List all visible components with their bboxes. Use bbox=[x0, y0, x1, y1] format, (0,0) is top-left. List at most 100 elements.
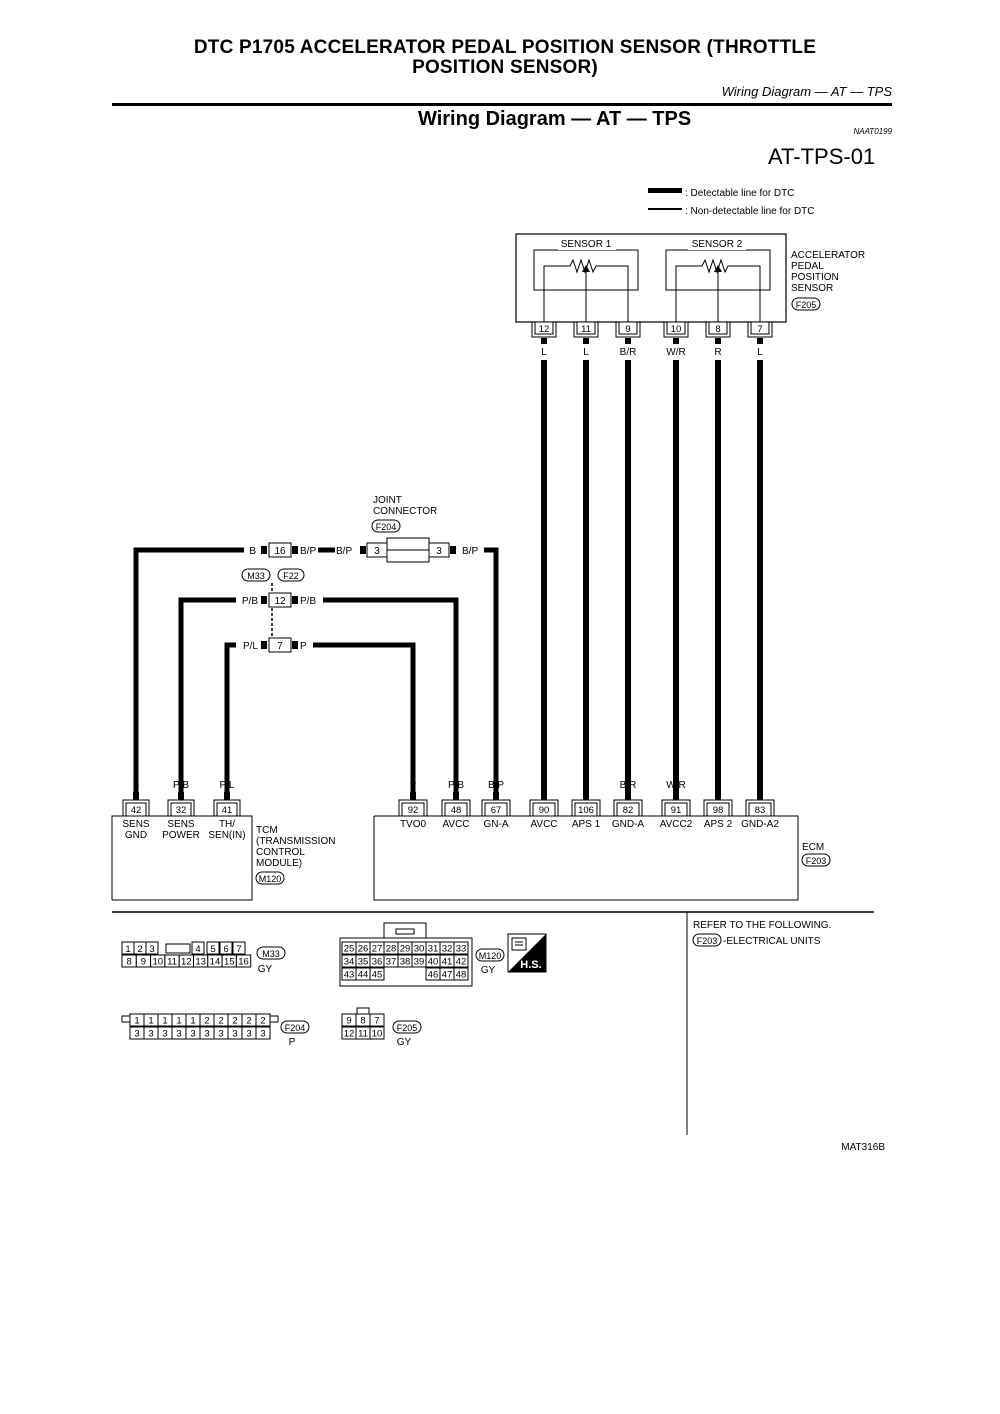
ecm-wire-color: L bbox=[541, 780, 547, 791]
m33-cavity bbox=[145, 941, 159, 955]
ecm-pin-48 bbox=[444, 802, 468, 817]
m120-cavity bbox=[453, 967, 469, 981]
sensor-to-ecm-wire bbox=[541, 360, 547, 800]
sensor-pin-7 bbox=[750, 321, 770, 335]
sensor-pin-number: 10 bbox=[671, 324, 682, 335]
svg-text:P/L: P/L bbox=[243, 641, 258, 652]
m33-cavity-number: 6 bbox=[223, 944, 228, 955]
ecm-pin-name: APS 2 bbox=[704, 819, 733, 830]
svg-text:P: P bbox=[289, 1037, 296, 1048]
ecm-pin-90-number: 90 bbox=[539, 805, 550, 816]
ecm-pin-82-number: 82 bbox=[623, 805, 634, 816]
sensor-name-2: PEDAL bbox=[791, 261, 824, 272]
sensor-to-ecm-wire bbox=[673, 360, 679, 800]
m33-cavity-number: 12 bbox=[181, 957, 192, 968]
m33-cavity-number: 15 bbox=[224, 957, 235, 968]
ecm-pin-terminal bbox=[673, 792, 679, 800]
page-title-line2: POSITION SENSOR) bbox=[412, 57, 598, 78]
ecm-pin-98 bbox=[706, 802, 730, 817]
tcm-pin-32 bbox=[170, 802, 192, 817]
wire-color-bp: B/P bbox=[300, 546, 316, 557]
svg-text:B/P: B/P bbox=[336, 546, 352, 557]
m33-cavity-number: 13 bbox=[195, 957, 206, 968]
ecm-pin-92 bbox=[401, 802, 425, 817]
f204-cavity-number: 1 bbox=[162, 1016, 167, 1027]
svg-text:GY: GY bbox=[258, 964, 273, 975]
tcm-pin-terminal bbox=[133, 792, 139, 800]
tcm-wire-color: B bbox=[133, 780, 140, 791]
tcm-pin-32-number: 32 bbox=[176, 805, 187, 816]
svg-text:P/B: P/B bbox=[300, 596, 316, 607]
sensor-name-4: SENSOR bbox=[791, 283, 833, 294]
f204-cavity-number: 3 bbox=[148, 1029, 153, 1040]
svg-text:M120: M120 bbox=[479, 951, 502, 961]
harness-connectors: 16 B B/P M33 F22 12 P/B P/B 7 P/L P JOIN… bbox=[241, 495, 478, 653]
legend-detectable: : Detectable line for DTC bbox=[685, 188, 795, 199]
ecm-pin-106-number: 106 bbox=[578, 805, 594, 816]
m120-cavity-number: 29 bbox=[400, 944, 411, 955]
ecm-pin-67-number: 67 bbox=[491, 805, 502, 816]
page-title: DTC P1705 ACCELERATOR PEDAL POSITION SEN… bbox=[110, 38, 900, 78]
sensor-pin-terminal bbox=[583, 338, 589, 344]
sensor-pin-11 bbox=[576, 321, 596, 335]
f204-cavity-number: 2 bbox=[246, 1016, 251, 1027]
sensor1-wiper-arrow bbox=[582, 265, 590, 272]
sensor-wire-color: R bbox=[714, 347, 721, 358]
section-title: Wiring Diagram — AT — TPS bbox=[418, 108, 692, 130]
tcm-pin-41 bbox=[216, 802, 238, 817]
sensor-pin-9 bbox=[618, 321, 638, 335]
m33-cavity bbox=[206, 941, 220, 955]
m120-cavity-number: 26 bbox=[358, 944, 369, 955]
figure-id: MAT316B bbox=[841, 1142, 885, 1153]
ecm-pins: P92TVO0P/B48AVCCB/P67GN-AL90AVCCL106APS … bbox=[398, 780, 779, 830]
sensor-pin-terminal bbox=[715, 338, 721, 344]
m120-cavity-number: 32 bbox=[442, 944, 453, 955]
m120-cavity-number: 36 bbox=[372, 957, 383, 968]
tcm-pin-name-line1: SENS bbox=[122, 819, 150, 830]
ecm-wire-color: P/B bbox=[448, 780, 464, 791]
svg-text:M33: M33 bbox=[262, 949, 280, 959]
joint-connector-id: F204 bbox=[376, 522, 397, 532]
m33-cavity bbox=[219, 941, 233, 955]
f204-cavity-number: 3 bbox=[218, 1029, 223, 1040]
tcm-pin-name-line2: GND bbox=[125, 830, 147, 841]
sensor2-wiper-arrow bbox=[714, 265, 722, 272]
ecm-wire-color: P bbox=[410, 780, 417, 791]
legend: : Detectable line for DTC : Non-detectab… bbox=[648, 188, 815, 217]
f204-cavity bbox=[255, 1013, 271, 1027]
f204-cavity-number: 2 bbox=[232, 1016, 237, 1027]
m33-cavity-number: 8 bbox=[127, 957, 132, 968]
sensor-name-1: ACCELERATOR bbox=[791, 250, 865, 261]
ecm-label: ECM bbox=[802, 842, 824, 853]
sensor-pin-terminal bbox=[757, 338, 763, 344]
ecm-pin-terminal bbox=[757, 792, 763, 800]
tcm-label-1: TCM bbox=[256, 825, 278, 836]
f204-cavity-number: 2 bbox=[204, 1016, 209, 1027]
ecm-wire-color: B/P bbox=[488, 780, 504, 791]
ecm-pin-terminal bbox=[715, 792, 721, 800]
m120-cavity-number: 39 bbox=[414, 957, 425, 968]
accelerator-pedal-position-sensor: SENSOR 1 SENSOR 2 ACCELERATOR PEDAL POSI… bbox=[515, 233, 865, 323]
svg-text:P: P bbox=[300, 641, 307, 652]
page-subtitle: Wiring Diagram — AT — TPS bbox=[721, 84, 892, 99]
sensor-to-ecm-wire bbox=[625, 360, 631, 800]
f205-cavity-number: 11 bbox=[358, 1029, 368, 1040]
sensor1-label: SENSOR 1 bbox=[561, 239, 612, 250]
sensor2-resistor bbox=[675, 258, 761, 290]
tcm-wire-color: P/L bbox=[219, 780, 234, 791]
m33-cavity-number: 9 bbox=[141, 957, 146, 968]
ecm-pin-name: AVCC bbox=[442, 819, 469, 830]
ecm-pin-90 bbox=[532, 802, 556, 817]
m33-cavity-number: 3 bbox=[149, 944, 154, 955]
m120-cavity-number: 37 bbox=[386, 957, 397, 968]
sensor-to-ecm-wire bbox=[715, 360, 721, 800]
f205-cavity-number: 8 bbox=[360, 1016, 365, 1027]
m120-cavity-number: 47 bbox=[442, 970, 453, 981]
m120-cavity-number: 41 bbox=[442, 957, 453, 968]
legend-thick-line bbox=[648, 188, 682, 193]
ecm-pin-terminal bbox=[410, 792, 416, 800]
f205-cavity bbox=[369, 1026, 385, 1040]
